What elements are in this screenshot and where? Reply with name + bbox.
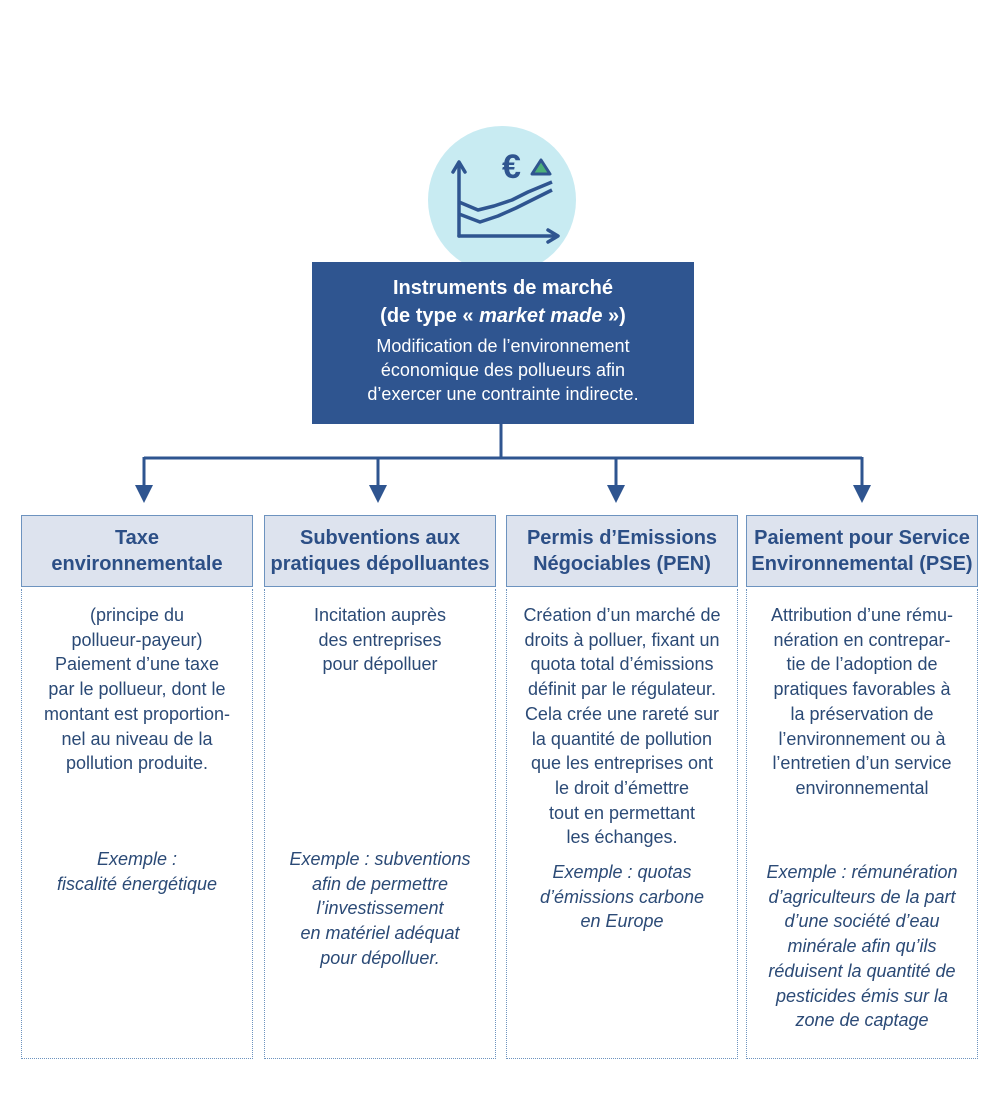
column-body: Création d’un marché de droits à polluer… [506,589,738,1059]
up-triangle-icon [530,158,552,176]
column-header: Permis d’Emissions Négociables (PEN) [506,515,738,587]
column-body: Attribution d’une rému- nération en cont… [746,589,978,1059]
column-header: Paiement pour Service Environnemental (P… [746,515,978,587]
euro-icon: € [502,148,521,186]
arrow-down-icon [607,485,625,503]
column-header: Subventions aux pratiques dépolluantes [264,515,496,587]
column-example: Exemple : subventions afin de permettre … [289,849,471,968]
column-subventions: Subventions aux pratiques dépolluantes I… [264,515,496,1059]
market-chart-icon: € [451,148,560,244]
root-title: Instruments de marché [392,277,614,299]
arrow-down-icon [853,485,871,503]
column-description: Incitation auprès des entreprises pour d… [313,605,447,675]
column-example: Exemple : fiscalité énergétique [56,849,218,894]
market-chart-icon-circle: € [428,126,576,274]
column-pse: Paiement pour Service Environnemental (P… [746,515,978,1059]
column-example: Exemple : rémunération d’agriculteurs de… [766,862,958,1031]
root-box: Instruments de marché (de type « market … [312,262,694,424]
column-taxe: Taxe environnementale (principe du pollu… [21,515,253,1059]
column-body: (principe du pollueur-payeur) Paiement d… [21,589,253,1059]
column-body: Incitation auprès des entreprises pour d… [264,589,496,1059]
column-description: Création d’un marché de droits à polluer… [523,605,721,848]
column-description: (principe du pollueur-payeur) Paiement d… [43,605,231,774]
root-description: Modification de l’environnement économiq… [367,336,639,404]
arrow-down-icon [135,485,153,503]
arrow-down-icon [369,485,387,503]
column-pen: Permis d’Emissions Négociables (PEN) Cré… [506,515,738,1059]
root-subtitle: (de type « market made ») [380,305,626,327]
column-header: Taxe environnementale [21,515,253,587]
column-description: Attribution d’une rému- nération en cont… [770,605,954,798]
column-example: Exemple : quotas d’émissions carbone en … [539,862,705,932]
